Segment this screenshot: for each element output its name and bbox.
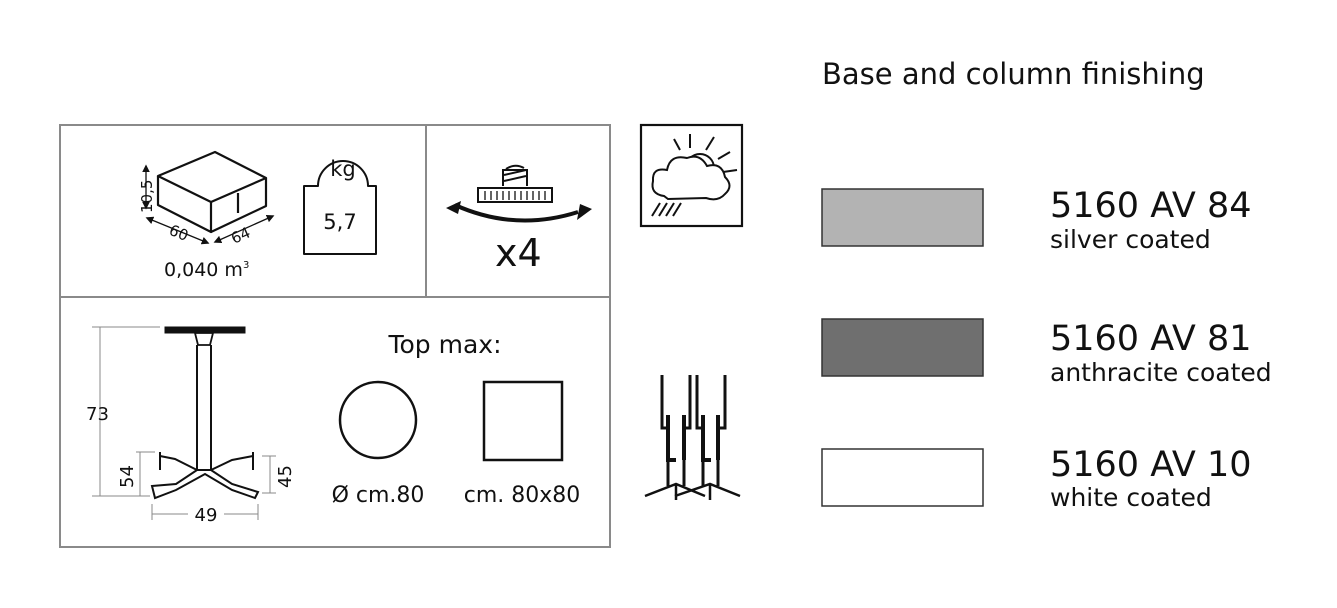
stack-rotate-icon <box>446 164 592 223</box>
finish-name: silver coated <box>1050 225 1211 254</box>
info-panel <box>59 124 611 548</box>
weight-tag-icon <box>303 160 377 255</box>
table-base-drawing <box>92 326 276 520</box>
package-volume: 0,040 m3 <box>164 259 249 281</box>
base-foot-side-label: 45 <box>275 465 296 488</box>
finish-name: anthracite coated <box>1050 358 1272 387</box>
finish-item-white: 5160 AV 10 white coated <box>821 445 1252 512</box>
square-top-size: cm. 80x80 <box>464 483 581 508</box>
package-height-label: 10,5 <box>138 180 156 213</box>
package-box-icon <box>156 150 268 234</box>
base-foot-span-label: 49 <box>195 505 218 526</box>
finish-swatch <box>821 318 984 377</box>
weight-unit: kg <box>330 157 356 181</box>
outdoor-weather-icon <box>639 123 744 228</box>
base-height-label: 73 <box>86 404 109 425</box>
round-top-icon <box>338 380 418 460</box>
round-top-size: Ø cm.80 <box>332 483 425 508</box>
finish-swatch <box>821 188 984 247</box>
top-max-label: Top max: <box>387 330 501 359</box>
stack-multiplier: x4 <box>495 231 542 275</box>
finish-code: 5160 AV 84 <box>1050 186 1252 226</box>
finish-name: white coated <box>1050 483 1212 512</box>
finish-item-anthracite: 5160 AV 81 anthracite coated <box>821 318 1272 387</box>
package-width-label: 60 <box>167 221 191 245</box>
square-top-icon <box>482 380 564 462</box>
base-foot-height-label: 54 <box>117 465 138 488</box>
finish-swatch <box>821 448 984 507</box>
finish-code: 5160 AV 81 <box>1050 319 1252 359</box>
weight-value: 5,7 <box>323 210 356 234</box>
finish-item-silver: 5160 AV 84 silver coated <box>821 186 1252 254</box>
finishing-title: Base and column finishing <box>822 57 1205 91</box>
folding-base-icon <box>644 375 741 500</box>
finish-code: 5160 AV 10 <box>1050 445 1252 485</box>
